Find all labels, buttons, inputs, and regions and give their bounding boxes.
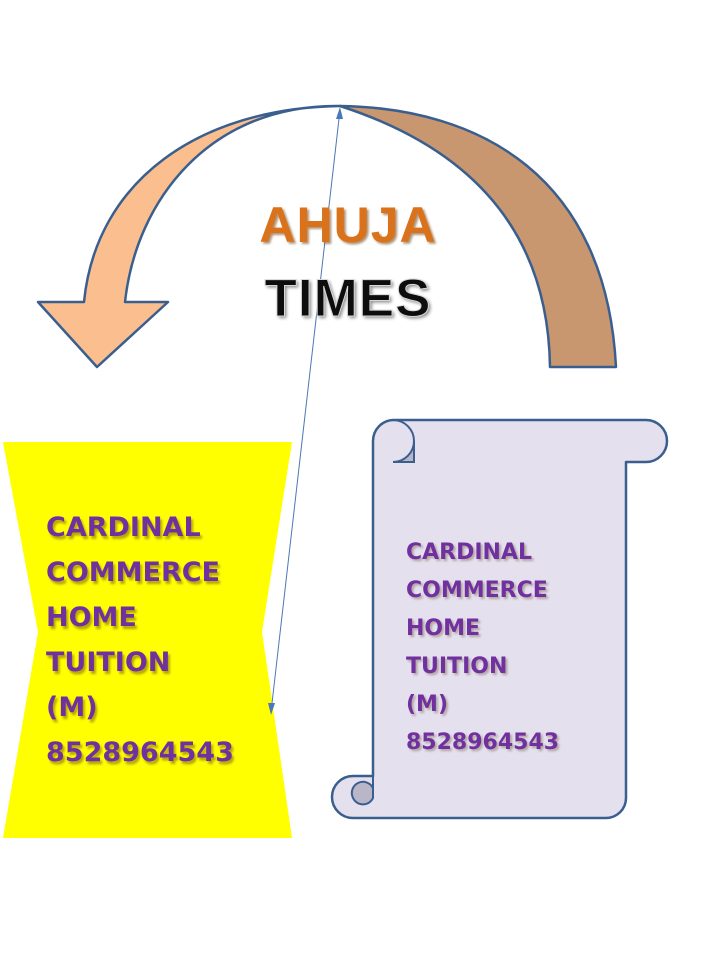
hourglass-text-line: CARDINAL — [46, 512, 201, 543]
yellow-hourglass-shape — [3, 442, 292, 838]
hourglass-text-line: TUITION — [46, 647, 171, 678]
hourglass-text-line: (M) — [46, 692, 98, 723]
title-ahuja: AHUJA — [259, 197, 437, 253]
scroll-text-line: (M) — [406, 692, 449, 717]
scroll-text-line: HOME — [406, 616, 481, 641]
hourglass-text-line: COMMERCE — [46, 557, 220, 588]
curved-arrow-left-half — [36, 104, 342, 369]
scroll-text-line: TUITION — [406, 654, 508, 679]
hourglass-text-block: CARDINAL COMMERCE HOME TUITION (M) 85289… — [46, 505, 234, 775]
scroll-text-line: CARDINAL — [406, 540, 533, 565]
title-times: TIMES — [264, 269, 432, 329]
scroll-text-line: COMMERCE — [406, 578, 548, 603]
double-arrow-connector — [268, 107, 343, 715]
curved-arrow-right-half — [338, 104, 618, 369]
scroll-bottom-curl — [350, 776, 374, 806]
scroll-top-curl — [392, 419, 415, 463]
hourglass-phone-number: 8528964543 — [46, 737, 234, 768]
scroll-shape — [330, 418, 669, 820]
scroll-text-block: CARDINAL COMMERCE HOME TUITION (M) 85289… — [406, 534, 559, 762]
scroll-body — [330, 418, 669, 820]
scroll-phone-number: 8528964543 — [406, 730, 560, 755]
hourglass-text-line: HOME — [46, 602, 137, 633]
